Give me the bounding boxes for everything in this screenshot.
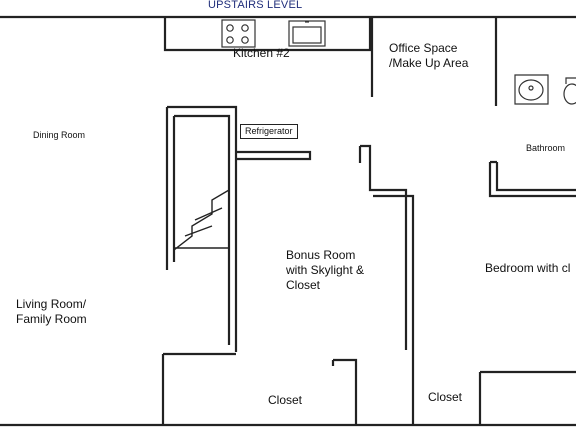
closet-right-label: Closet <box>428 390 463 404</box>
stair-treads <box>173 189 230 262</box>
refrigerator-wall <box>236 150 312 161</box>
closet-left-label: Closet <box>268 393 303 407</box>
toilet-icon <box>563 77 576 105</box>
refrigerator-label: Refrigerator <box>240 124 298 140</box>
bedroom-label: Bedroom with cl <box>485 261 571 275</box>
plan-title: UPSTAIRS LEVEL <box>208 0 303 11</box>
dining-room-label: Dining Room <box>33 130 86 140</box>
kitchen-counter <box>163 17 372 52</box>
bonus-room-label: Bonus Room with Skylight & Closet <box>286 248 365 292</box>
bedroom-closet-wall <box>478 370 576 425</box>
kitchen-sink-icon <box>288 20 326 47</box>
stairwell-walls <box>165 105 238 352</box>
bathroom-label: Bathroom <box>526 143 566 153</box>
stove-icon <box>221 19 256 48</box>
kitchen-label: Kitchen #2 <box>233 46 290 60</box>
living-room-label: Living Room/ Family Room <box>16 297 87 326</box>
bathroom-bottom-wall <box>488 160 576 198</box>
office-label: Office Space /Make Up Area <box>389 41 469 70</box>
bonus-closet-wall <box>331 358 358 425</box>
left-closet-wall <box>161 352 236 425</box>
bathroom-sink-icon <box>514 74 549 105</box>
bonus-room-right-wall <box>358 144 415 425</box>
